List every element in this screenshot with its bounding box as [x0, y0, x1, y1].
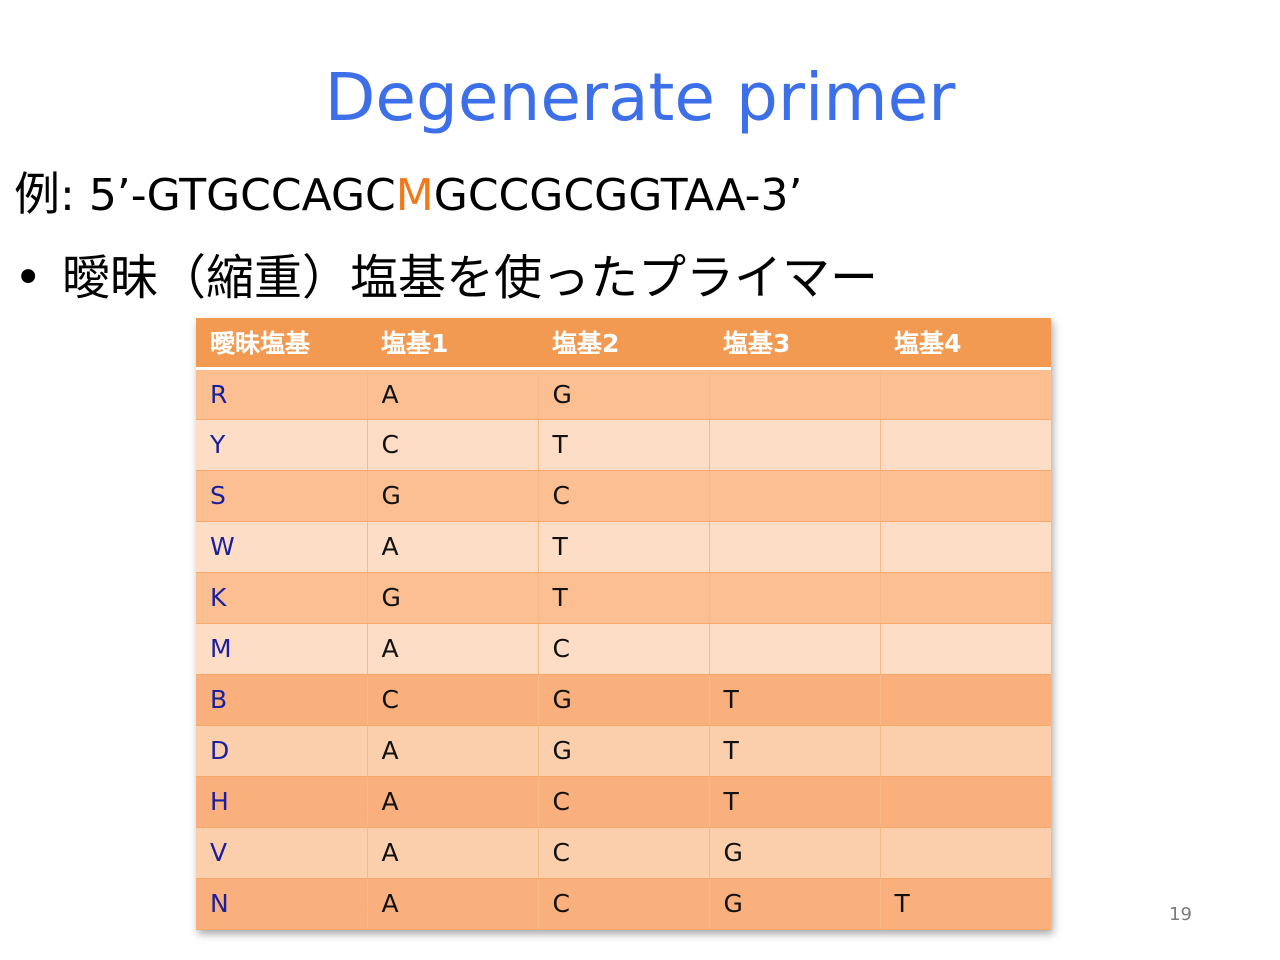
cell-base-2: G [538, 368, 710, 420]
cell-base-2: G [538, 674, 710, 726]
bullet-item: • 曖昧（縮重）塩基を使ったプライマー [14, 246, 878, 310]
sequence-degenerate-base: M [395, 170, 434, 221]
cell-code: K [196, 572, 368, 624]
cell-base-3 [709, 572, 881, 624]
page-number: 19 [1169, 904, 1192, 925]
table-row: M A C [196, 623, 1051, 675]
cell-base-4: T [880, 878, 1051, 930]
bullet-text: 曖昧（縮重）塩基を使ったプライマー [62, 250, 879, 306]
cell-base-3 [709, 470, 881, 522]
cell-base-1: A [367, 827, 539, 879]
header-base-3: 塩基3 [709, 318, 880, 370]
cell-code: N [196, 878, 368, 930]
cell-base-3: T [709, 674, 881, 726]
cell-base-2: T [538, 419, 710, 471]
table-row: D A G T [196, 725, 1051, 777]
cell-base-2: C [538, 623, 710, 675]
cell-base-2: T [538, 521, 710, 573]
table-row: W A T [196, 521, 1051, 573]
header-base-4: 塩基4 [880, 318, 1051, 370]
cell-base-3 [709, 623, 881, 675]
cell-base-1: A [367, 368, 539, 420]
cell-base-1: A [367, 725, 539, 777]
cell-base-2: C [538, 470, 710, 522]
cell-code: W [196, 521, 368, 573]
table-row: H A C T [196, 776, 1051, 828]
example-sequence-line: 例: 5’-GTGCCAGCMGCCGCGGTAA-3’ [14, 164, 803, 226]
cell-code: R [196, 368, 368, 420]
slide-title: Degenerate primer [324, 59, 956, 136]
cell-base-3: G [709, 827, 881, 879]
example-label: 例 [14, 167, 60, 221]
cell-base-3: T [709, 725, 881, 777]
cell-base-4 [880, 521, 1051, 573]
cell-base-3: G [709, 878, 881, 930]
cell-base-4 [880, 419, 1051, 471]
cell-base-3 [709, 368, 881, 420]
header-degenerate-base: 曖昧塩基 [196, 318, 367, 370]
sequence-end: GCCGCGGTAA-3’ [433, 170, 803, 221]
cell-code: Y [196, 419, 368, 471]
cell-base-4 [880, 827, 1051, 879]
cell-code: S [196, 470, 368, 522]
table-row: S G C [196, 470, 1051, 522]
cell-code: D [196, 725, 368, 777]
bullet-icon: • [14, 250, 43, 306]
cell-base-3 [709, 521, 881, 573]
cell-base-2: C [538, 827, 710, 879]
cell-base-3: T [709, 776, 881, 828]
cell-base-1: G [367, 470, 539, 522]
cell-code: H [196, 776, 368, 828]
cell-base-1: C [367, 419, 539, 471]
cell-base-4 [880, 470, 1051, 522]
cell-base-4 [880, 725, 1051, 777]
cell-base-2: T [538, 572, 710, 624]
cell-base-2: G [538, 725, 710, 777]
table-row: R A G [196, 368, 1051, 420]
table-row: B C G T [196, 674, 1051, 726]
table-row: N A C G T [196, 878, 1051, 930]
header-base-2: 塩基2 [538, 318, 709, 370]
cell-base-4 [880, 776, 1051, 828]
degenerate-base-table: 曖昧塩基 塩基1 塩基2 塩基3 塩基4 R A G Y C T [196, 318, 1051, 930]
cell-code: B [196, 674, 368, 726]
example-separator: : [60, 170, 89, 221]
cell-base-1: A [367, 521, 539, 573]
cell-base-1: G [367, 572, 539, 624]
cell-base-3 [709, 419, 881, 471]
cell-base-2: C [538, 776, 710, 828]
cell-base-4 [880, 674, 1051, 726]
cell-base-4 [880, 572, 1051, 624]
cell-base-1: A [367, 776, 539, 828]
table-row: K G T [196, 572, 1051, 624]
cell-code: M [196, 623, 368, 675]
cell-code: V [196, 827, 368, 879]
cell-base-4 [880, 623, 1051, 675]
table-header-row: 曖昧塩基 塩基1 塩基2 塩基3 塩基4 [196, 318, 1051, 370]
cell-base-1: A [367, 878, 539, 930]
sequence-start: 5’-GTGCCAGC [88, 170, 396, 221]
table-row: Y C T [196, 419, 1051, 471]
cell-base-1: C [367, 674, 539, 726]
cell-base-4 [880, 368, 1051, 420]
cell-base-1: A [367, 623, 539, 675]
table-row: V A C G [196, 827, 1051, 879]
header-base-1: 塩基1 [367, 318, 538, 370]
cell-base-2: C [538, 878, 710, 930]
